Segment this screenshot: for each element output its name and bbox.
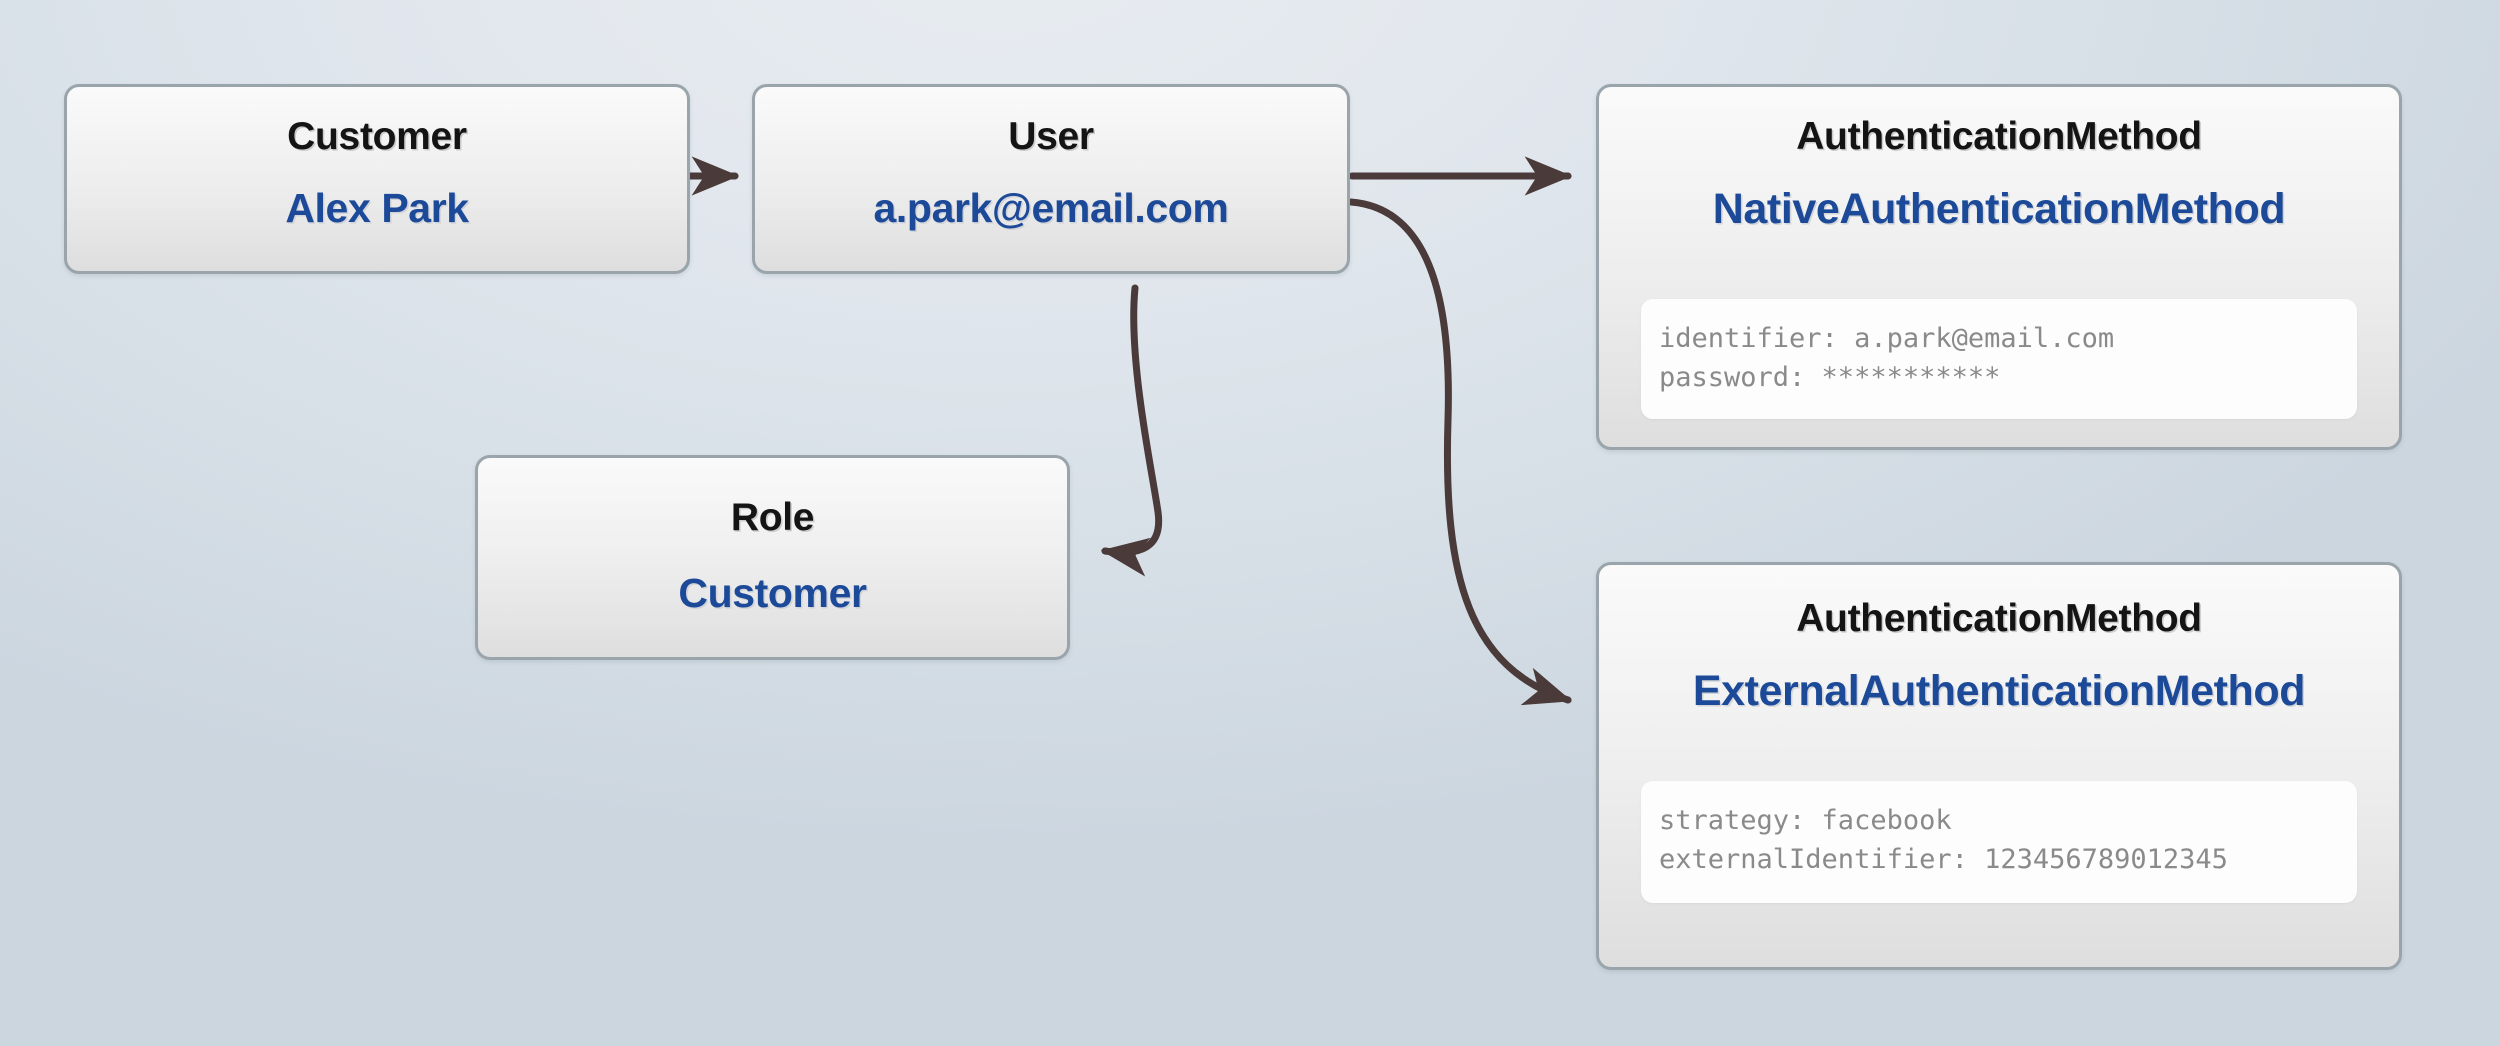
node-external-auth-method[interactable]: AuthenticationMethod ExternalAuthenticat… [1596,562,2402,970]
node-user-value: a.park@email.com [873,185,1229,231]
node-user[interactable]: User a.park@email.com [752,84,1350,274]
node-role[interactable]: Role Customer [475,455,1070,660]
node-customer-title: Customer [287,115,467,158]
edge-user-to-role [1100,284,1163,577]
node-role-title: Role [730,496,815,539]
node-external-auth-method-title: AuthenticationMethod [1796,597,2202,640]
node-native-auth-method-attributes: identifier: a.park@email.com password: *… [1641,299,2357,419]
node-native-auth-method-value: NativeAuthenticationMethod [1712,185,2286,233]
node-external-auth-method-attributes: strategy: facebook externalIdentifier: 1… [1641,781,2357,903]
node-customer-value: Alex Park [285,185,469,231]
node-native-auth-method-title: AuthenticationMethod [1796,115,2202,158]
node-external-auth-method-value: ExternalAuthenticationMethod [1692,667,2306,715]
node-user-title: User [1008,115,1094,158]
node-customer[interactable]: Customer Alex Park [64,84,690,274]
node-role-value: Customer [678,570,867,616]
edge-user-to-external-auth [1347,198,1572,706]
node-native-auth-method[interactable]: AuthenticationMethod NativeAuthenticatio… [1596,84,2402,450]
